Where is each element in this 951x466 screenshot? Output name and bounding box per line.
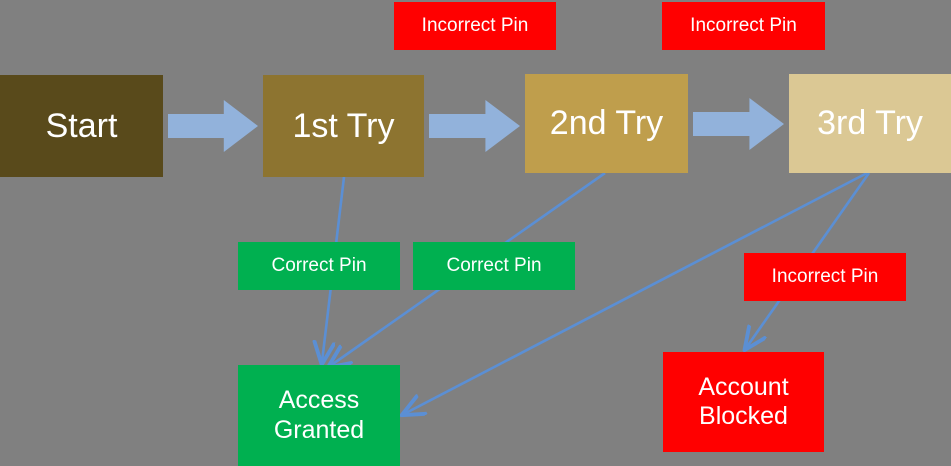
node-blocked[interactable]: Account Blocked (663, 352, 824, 452)
node-label-try1: 1st Try (292, 106, 395, 145)
edge-label-text-correct-1: Correct Pin (271, 255, 367, 276)
node-try3[interactable]: 3rd Try (789, 74, 951, 173)
edge-label-text-incorrect-1: Incorrect Pin (421, 15, 529, 36)
node-label-try2: 2nd Try (549, 104, 664, 143)
node-start[interactable]: Start (0, 75, 163, 177)
node-granted[interactable]: Access Granted (238, 365, 400, 466)
node-try2[interactable]: 2nd Try (525, 74, 688, 173)
node-label-blocked: Account Blocked (698, 372, 789, 431)
edge-label-correct-1: Correct Pin (238, 242, 400, 290)
block-arrow-try1-to-try2 (429, 100, 520, 152)
edge-label-incorrect-3: Incorrect Pin (744, 253, 906, 301)
edge-label-text-incorrect-2: Incorrect Pin (690, 15, 797, 36)
edge-label-text-correct-2: Correct Pin (446, 255, 542, 276)
edge-label-incorrect-2: Incorrect Pin (662, 2, 825, 50)
node-try1[interactable]: 1st Try (263, 75, 424, 177)
edge-label-text-incorrect-3: Incorrect Pin (771, 266, 879, 287)
node-label-start: Start (45, 106, 118, 145)
node-label-try3: 3rd Try (817, 104, 923, 143)
block-arrow-start-to-try1 (168, 100, 258, 152)
edge-label-incorrect-1: Incorrect Pin (394, 2, 556, 50)
node-label-granted: Access Granted (273, 386, 365, 444)
block-arrow-try2-to-try3 (693, 98, 784, 150)
edge-label-correct-2: Correct Pin (413, 242, 575, 290)
